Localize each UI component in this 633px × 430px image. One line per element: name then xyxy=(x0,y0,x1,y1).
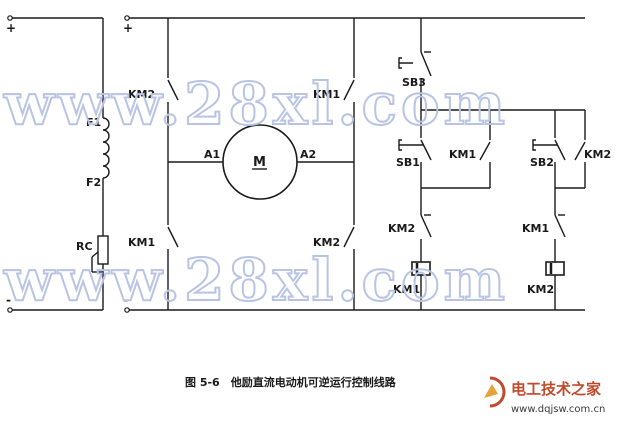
figure-caption: 图 5-6 他励直流电动机可逆运行控制线路 xyxy=(185,375,397,389)
contact-km1-top-right: KM1 xyxy=(313,88,340,101)
field-f1-label: F1 xyxy=(86,116,101,129)
contact-km2-hold: KM2 xyxy=(584,148,611,161)
motor xyxy=(222,124,298,200)
armature-bridge: KM2 KM1 KM1 KM2 M A1 A2 xyxy=(128,18,355,310)
field-minus-terminal: - xyxy=(6,293,11,307)
button-sb2: SB2 xyxy=(530,156,554,169)
site-logo: 电工技术之家 www.dqjsw.com.cn xyxy=(484,376,605,415)
contact-km2-bottom-right: KM2 xyxy=(313,236,340,249)
coil-km2-label: KM2 xyxy=(527,283,554,296)
motor-terminal-a1: A1 xyxy=(204,148,220,161)
contact-km1-interlock: KM1 xyxy=(522,222,549,235)
button-sb1: SB1 xyxy=(396,156,420,169)
contact-km2-interlock: KM2 xyxy=(388,222,415,235)
button-sb3: SB3 xyxy=(402,76,426,89)
contact-km2-top-left: KM2 xyxy=(128,88,155,101)
motor-label: M xyxy=(253,155,266,170)
coil-km1-label: KM1 xyxy=(393,283,420,296)
field-rheostat-label: RC xyxy=(76,240,93,253)
contact-km1-bottom-left: KM1 xyxy=(128,236,155,249)
logo-url: www.dqjsw.com.cn xyxy=(511,404,605,415)
main-minus-terminal: - xyxy=(123,293,128,307)
field-winding xyxy=(102,117,110,179)
field-f2-label: F2 xyxy=(86,176,101,189)
watermark-top: www.28xl.com xyxy=(3,70,509,138)
main-plus-terminal: + xyxy=(123,21,133,35)
field-circuit: + F1 F2 RC - xyxy=(6,15,110,313)
field-plus-terminal: + xyxy=(6,21,16,35)
logo-title: 电工技术之家 xyxy=(511,380,601,398)
coil-km2 xyxy=(545,261,565,276)
motor-terminal-a2: A2 xyxy=(300,148,316,161)
logo-icon xyxy=(489,376,506,408)
watermark-bottom: www.28xl.com xyxy=(3,246,509,314)
contact-km1-hold: KM1 xyxy=(449,148,476,161)
control-circuit: SB3 SB1 KM1 KM2 KM1 SB2 xyxy=(388,18,611,310)
power-rails: + - xyxy=(123,15,585,313)
